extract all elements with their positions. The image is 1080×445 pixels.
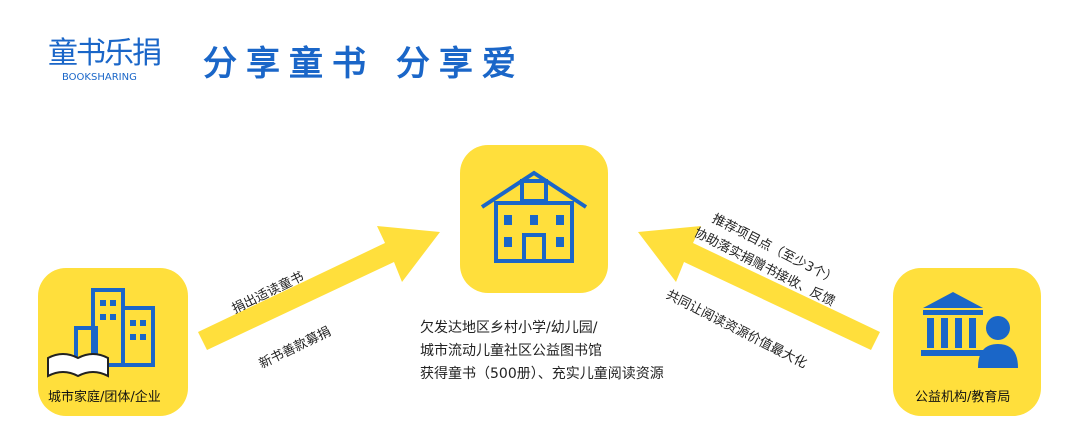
center-description: 欠发达地区乡村小学/幼儿园/ 城市流动儿童社区公益图书馆 获得童书（500册）、… <box>420 317 664 386</box>
right-arrow <box>638 226 880 350</box>
institution-person-icon <box>921 292 1018 368</box>
slogan: 分享童书 分享爱 <box>203 44 525 84</box>
center-line-3: 获得童书（500册）、充实儿童阅读资源 <box>420 366 664 382</box>
logo-subtitle: BOOKSHARING <box>62 72 137 83</box>
left-arrow <box>198 226 440 350</box>
left-node-label: 城市家庭/团体/企业 <box>48 390 161 405</box>
center-line-1: 欠发达地区乡村小学/幼儿园/ <box>420 320 598 336</box>
left-node: 城市家庭/团体/企业 <box>38 268 188 416</box>
center-line-2: 城市流动儿童社区公益图书馆 <box>420 343 602 359</box>
buildings-book-icon <box>47 288 155 378</box>
school-building-icon <box>480 170 588 263</box>
logo: 童书乐捐 <box>48 36 162 71</box>
right-node-label: 公益机构/教育局 <box>915 390 1011 405</box>
right-node: 公益机构/教育局 <box>893 268 1041 416</box>
center-node <box>460 145 608 293</box>
